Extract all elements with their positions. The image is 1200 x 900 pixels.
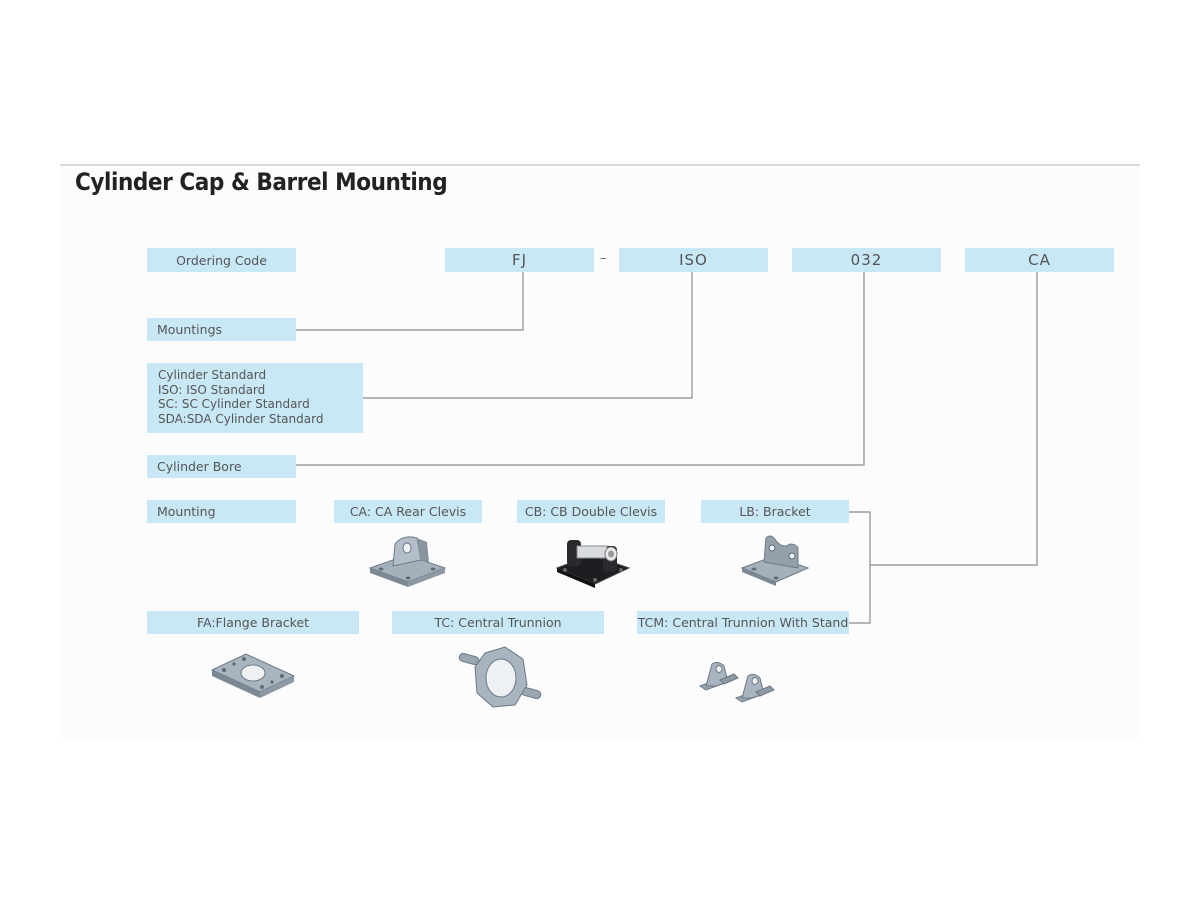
code-iso: ISO	[619, 248, 768, 272]
cylinder-standard-line: Cylinder Standard	[158, 368, 267, 382]
connector-fj-mountings	[296, 272, 524, 331]
central-trunnion-icon	[458, 646, 542, 708]
flange-bracket-icon	[210, 653, 296, 698]
cylinder-standard-line: SC: SC Cylinder Standard	[158, 397, 310, 411]
cylinder-bore-label: Cylinder Bore	[147, 455, 296, 478]
code-fj: FJ	[445, 248, 594, 272]
mountings-label: Mountings	[147, 318, 296, 341]
option-lb-label: LB: Bracket	[701, 500, 849, 523]
rear-clevis-icon	[368, 536, 447, 587]
option-tcm-label: TCM: Central Trunnion With Stand	[637, 611, 849, 634]
option-fa-label: FA:Flange Bracket	[147, 611, 359, 634]
ordering-code-label: Ordering Code	[147, 248, 296, 272]
code-separator: –	[600, 251, 607, 266]
cylinder-standard-box: Cylinder Standard ISO: ISO Standard SC: …	[147, 363, 363, 433]
option-tc-label: TC: Central Trunnion	[392, 611, 604, 634]
trunnion-stand-icon	[698, 661, 775, 703]
cylinder-standard-line: SDA:SDA Cylinder Standard	[158, 411, 324, 426]
double-clevis-icon	[555, 540, 631, 588]
connector-ca-mounting	[870, 272, 1038, 566]
connector-iso-standard	[363, 272, 693, 399]
bracket-icon	[740, 535, 810, 586]
code-ca: CA	[965, 248, 1114, 272]
option-cb-label: CB: CB Double Clevis	[517, 500, 665, 523]
option-ca-label: CA: CA Rear Clevis	[334, 500, 482, 523]
connector-032-bore	[296, 272, 865, 466]
mounting-label: Mounting	[147, 500, 296, 523]
cylinder-standard-line: ISO: ISO Standard	[158, 382, 266, 397]
connector-lb-bracket	[849, 511, 871, 624]
code-032: 032	[792, 248, 941, 272]
page-title: Cylinder Cap & Barrel Mounting	[75, 168, 448, 196]
